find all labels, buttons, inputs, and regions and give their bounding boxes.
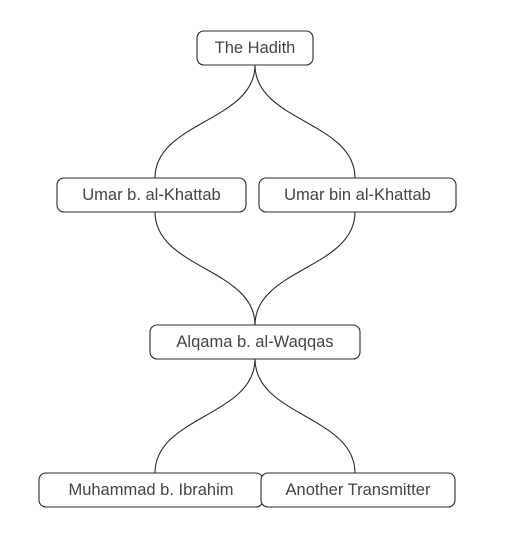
node-label: Muhammad b. Ibrahim: [68, 481, 233, 499]
edge-hadith-to-umar2: [254, 64, 356, 179]
node-the-hadith: The Hadith: [196, 30, 314, 66]
node-alqama-b-al-waqqas: Alqama b. al-Waqqas: [149, 324, 361, 360]
edge-hadith-to-umar1: [154, 64, 256, 179]
node-label: Another Transmitter: [286, 481, 431, 499]
node-box: [149, 324, 361, 360]
edge-umar2-to-alqama: [254, 211, 356, 326]
edge-alqama-to-another: [254, 358, 356, 474]
node-muhammad-b-ibrahim: Muhammad b. Ibrahim: [38, 472, 264, 508]
node-umar-bin-al-khattab: Umar bin al-Khattab: [258, 177, 457, 213]
node-box: [260, 472, 456, 508]
node-box: [196, 30, 314, 66]
node-label: Umar bin al-Khattab: [284, 186, 431, 204]
edges-layer: [154, 64, 356, 474]
node-umar-b-al-khattab: Umar b. al-Khattab: [56, 177, 247, 213]
node-label: Alqama b. al-Waqqas: [176, 333, 333, 351]
node-box: [258, 177, 457, 213]
node-label: The Hadith: [215, 39, 296, 57]
node-box: [56, 177, 247, 213]
edge-alqama-to-muhammad: [154, 358, 256, 474]
node-another-transmitter: Another Transmitter: [260, 472, 456, 508]
edge-umar1-to-alqama: [154, 211, 256, 326]
node-label: Umar b. al-Khattab: [82, 186, 220, 204]
